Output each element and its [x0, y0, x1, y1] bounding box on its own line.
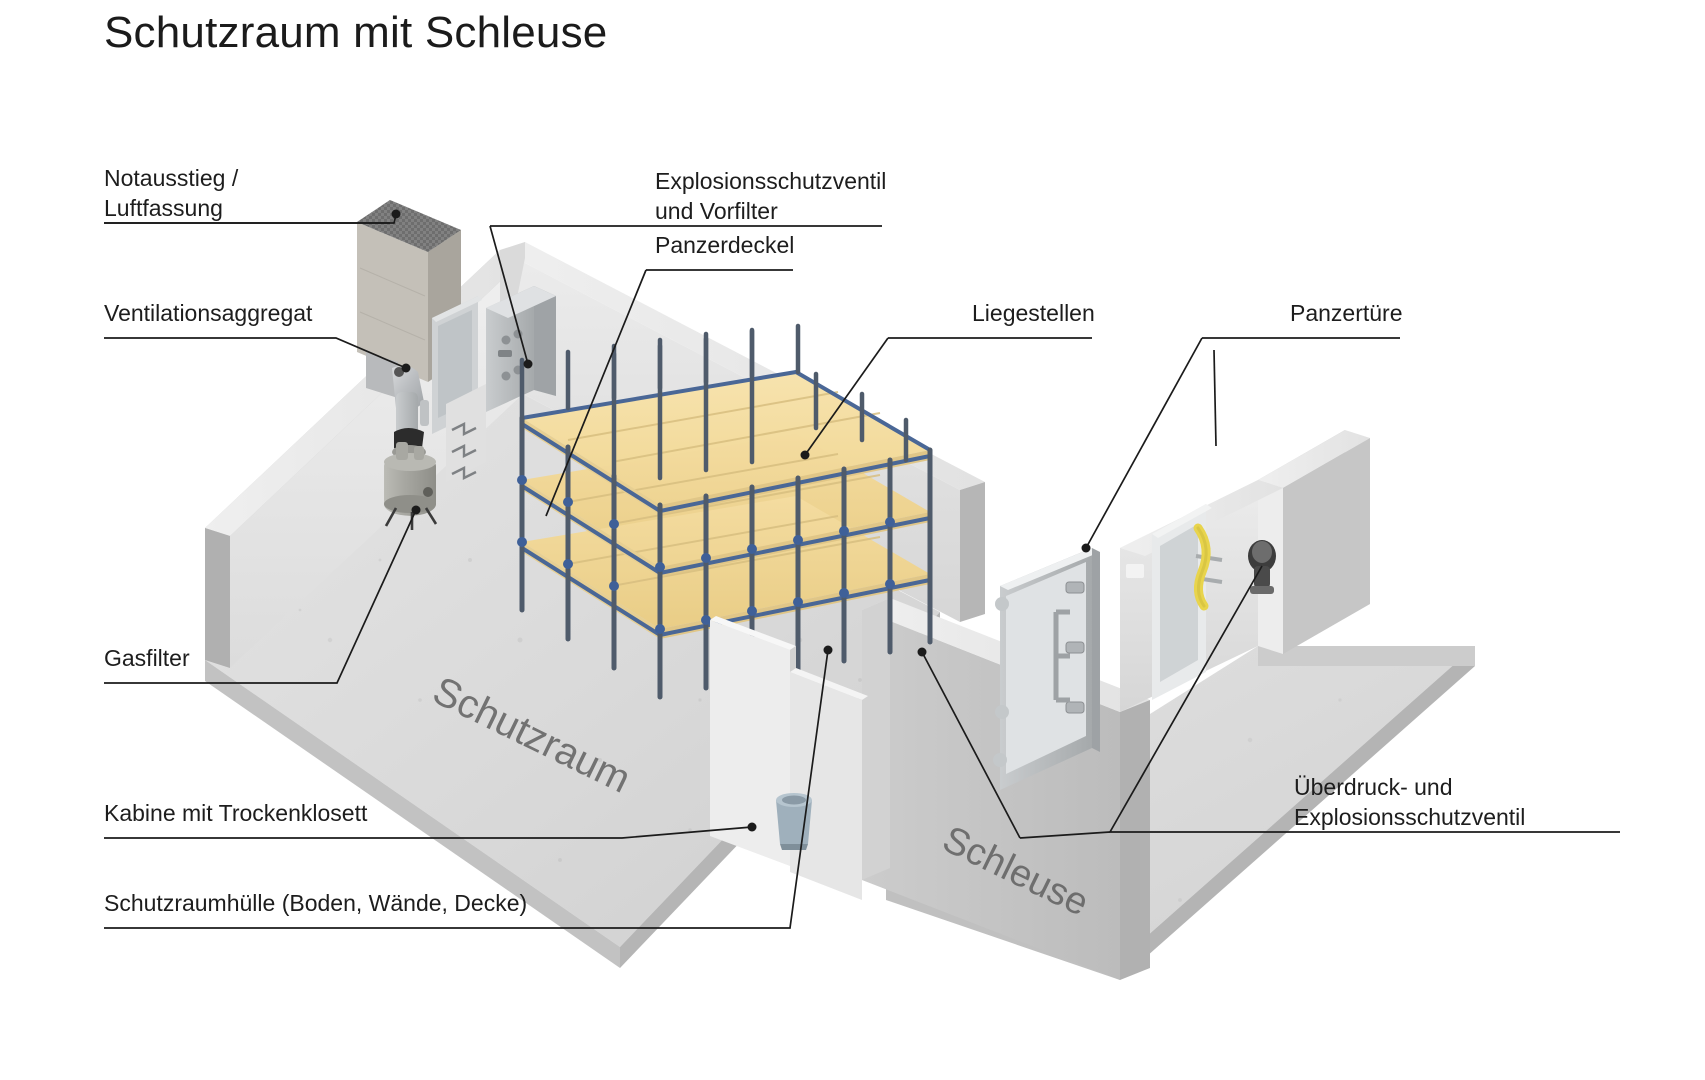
leader-ueberdruck-b — [921, 651, 1021, 839]
label-ueberdruck-explosionsschutzventil: Überdruck- und Explosionsschutzventil — [1294, 772, 1525, 832]
leader-ueberdruck-join — [1019, 831, 1111, 839]
toilet-cabin-partition — [710, 616, 868, 900]
armoured-door-inner — [1152, 504, 1223, 700]
label-line: Überdruck- und — [1294, 774, 1453, 800]
label-line: Notausstieg / — [104, 165, 239, 191]
leader-explosionsschutzventil — [489, 225, 529, 365]
leader-ventilationsaggregat — [104, 337, 407, 369]
label-line: Kabine mit Trockenklosett — [104, 800, 368, 826]
label-gasfilter: Gasfilter — [104, 643, 190, 673]
leader-dot-panzertuere-a — [1081, 543, 1091, 553]
yellow-hose — [1193, 523, 1211, 611]
leader-lines — [104, 209, 1620, 929]
leader-dot-notausstieg — [391, 209, 401, 219]
label-line: und Vorfilter — [655, 198, 778, 224]
leader-dot-schutzraumhuelle — [823, 645, 833, 655]
label-line: Schutzraumhülle (Boden, Wände, Decke) — [104, 890, 528, 916]
leader-panzertuere-a — [1085, 337, 1203, 549]
leader-panzertuere-b — [1213, 349, 1217, 447]
label-liegestellen: Liegestellen — [972, 298, 1095, 328]
label-notausstieg-luftfassung: Notausstieg / Luftfassung — [104, 163, 238, 223]
label-line: Luftfassung — [104, 195, 223, 221]
label-schutzraumhuelle: Schutzraumhülle (Boden, Wände, Decke) — [104, 888, 527, 918]
leader-panzerdeckel — [545, 269, 647, 517]
label-line: Explosionsschutzventil — [1294, 804, 1526, 830]
bunk-bed-rack — [517, 323, 933, 700]
leader-dot-kabine — [747, 822, 757, 832]
label-line: Gasfilter — [104, 645, 190, 671]
leader-dot-gasfilter — [411, 505, 421, 515]
leader-dot-ventilationsaggregat — [401, 363, 411, 373]
label-line: Liegestellen — [972, 300, 1095, 326]
label-line: Panzertüre — [1290, 300, 1403, 326]
ventilation-unit — [366, 352, 429, 459]
leader-gasfilter — [104, 509, 417, 684]
leader-dot-liegestellen — [800, 450, 810, 460]
label-kabine-trockenklosett: Kabine mit Trockenklosett — [104, 798, 367, 828]
label-ventilationsaggregat: Ventilationsaggregat — [104, 298, 312, 328]
leader-schutzraumhuelle — [104, 649, 829, 929]
leader-kabine — [104, 826, 753, 839]
label-panzerdeckel: Panzerdeckel — [655, 230, 794, 260]
label-line: Explosionsschutzventil — [655, 168, 887, 194]
schleuse-wall-fixture — [1126, 564, 1144, 578]
page-title: Schutzraum mit Schleuse — [104, 8, 608, 57]
leader-dot-explosionsschutzventil — [523, 359, 533, 369]
gas-filter-tank — [384, 442, 438, 530]
label-explosionsschutzventil-vorfilter: Explosionsschutzventil und Vorfilter — [655, 166, 886, 226]
armoured-cover-panel — [432, 296, 486, 482]
label-line: Panzerdeckel — [655, 232, 795, 258]
armoured-door-open — [993, 548, 1100, 790]
label-panzertuere: Panzertüre — [1290, 298, 1403, 328]
label-line: Ventilationsaggregat — [104, 300, 313, 326]
leader-liegestellen — [804, 337, 889, 456]
